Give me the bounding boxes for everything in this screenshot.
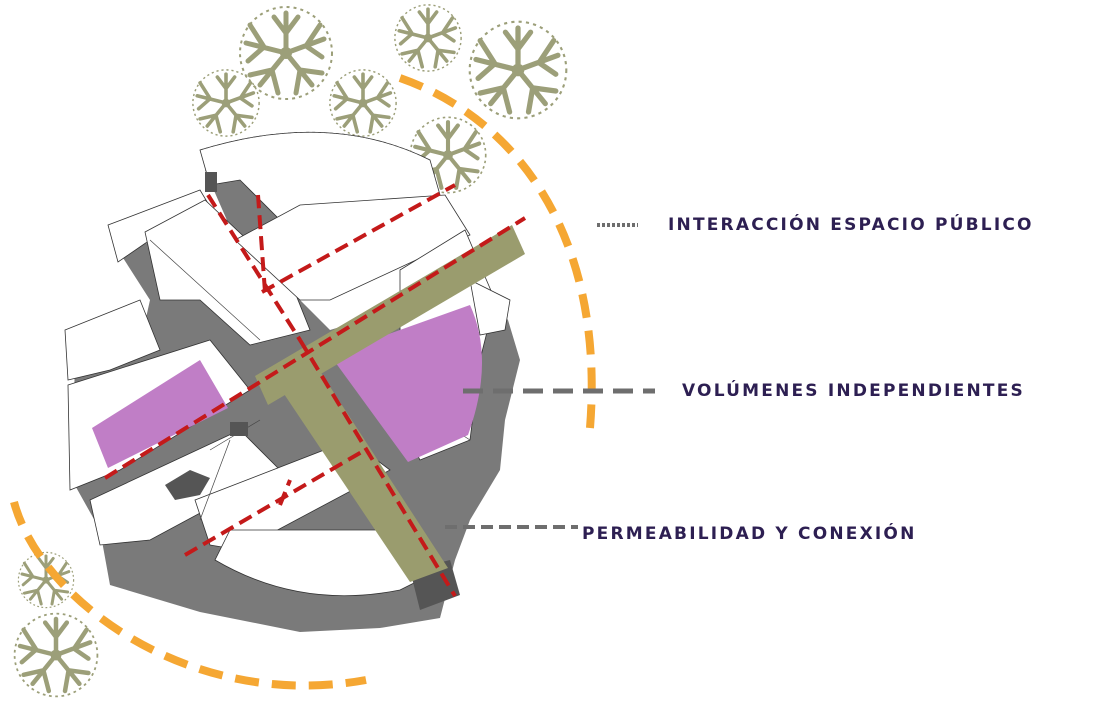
label-permeability: PERMEABILIDAD Y CONEXIÓN bbox=[582, 522, 917, 544]
legend-leaders bbox=[445, 223, 655, 529]
label-public-space: INTERACCIÓN ESPACIO PÚBLICO bbox=[668, 213, 1034, 235]
tree-icon bbox=[328, 68, 398, 138]
tree-icon bbox=[240, 7, 332, 99]
circulation-axes bbox=[103, 183, 527, 598]
tree-icon bbox=[16, 550, 76, 610]
connection-band bbox=[255, 225, 525, 582]
tree-icon bbox=[393, 3, 463, 73]
public-space-arcs bbox=[10, 74, 596, 690]
tree-icon bbox=[191, 68, 261, 138]
tree-icon bbox=[470, 22, 567, 119]
tree-icon bbox=[15, 614, 98, 697]
label-independent-volumes: VOLÚMENES INDEPENDIENTES bbox=[682, 379, 1025, 401]
legend: INTERACCIÓN ESPACIO PÚBLICO VOLÚMENES IN… bbox=[582, 213, 1034, 544]
